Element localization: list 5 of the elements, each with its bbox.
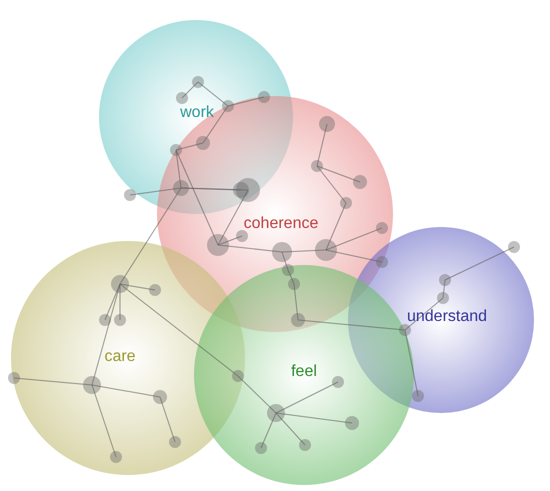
topic-label: care [104, 348, 136, 366]
topic-label: understand [406, 308, 488, 326]
topic-label: feel [291, 363, 317, 381]
topic-label: coherence [244, 215, 318, 233]
topic-label: work [180, 104, 214, 122]
